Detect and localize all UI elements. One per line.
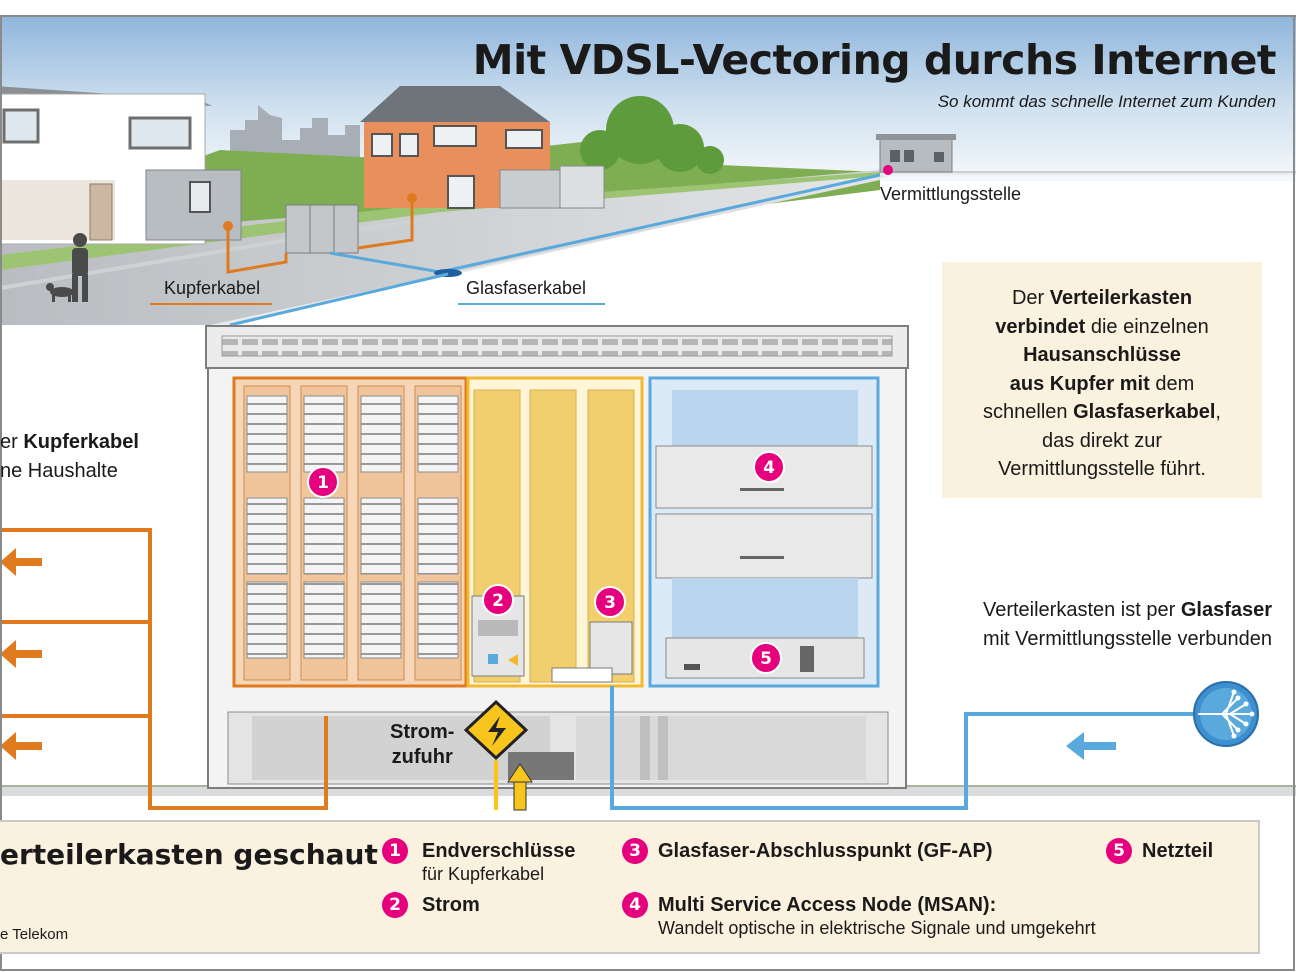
info-text: das direkt zur [1041,429,1163,452]
cabinet-badges: 1 2 3 4 5 [307,451,785,674]
left-note: er Kupferkabel ne Haushalte [0,428,139,486]
info-text-bold: aus Kupfer mit [1009,372,1150,395]
terminal-block [360,395,402,473]
badge-3-text: 3 [604,593,616,613]
terminal-block [246,581,288,659]
page-title: Mit VDSL-Vectoring durchs Internet [472,36,1277,84]
terminal-block [417,581,459,659]
copper-cables-to-homes [0,528,328,810]
info-box: Der Verteilerkasten verbindet die einzel… [942,262,1262,498]
terminal-block [303,581,345,659]
terminal-block [303,497,345,575]
left-note-bold: Kupferkabel [23,431,139,453]
badge-2-text: 2 [492,591,504,611]
left-note-text: er [0,431,24,453]
legend-item-label: Strom [422,894,480,916]
info-text-bold: Glasfaserkabel [1073,401,1216,423]
info-text: Vermittlungsstelle führt. [998,458,1206,480]
legend-heading: erteilerkasten geschaut [0,838,378,871]
right-note-bold: Glasfaser [1180,599,1272,621]
legend-item-label: Glasfaser-Abschlusspunkt (GF-AP) [658,840,993,862]
fiber-bundle-icon [1193,681,1259,747]
info-text: Der [1011,287,1050,309]
legend-item-sub: Wandelt optische in elektrische Signale … [658,918,1096,938]
badge-1-icon: 1 [382,838,408,864]
info-text-bold: Verteilerkasten [1049,287,1193,309]
terminal-block [417,497,459,575]
power-warning-icon [463,699,529,761]
badge-4-icon: 4 [622,892,648,918]
right-note: Verteilerkasten ist per Glasfaser mit Ve… [983,596,1272,654]
fiber-cable-label: Glasfaserkabel [466,278,587,298]
badge-1-text: 1 [317,473,329,493]
power-supply-label: Strom- zufuhr [390,720,454,770]
terminal-block [303,395,345,473]
legend-item-label: Netzteil [1142,840,1214,862]
copper-terminal-blocks [243,385,462,681]
badge-3-icon: 3 [622,838,648,864]
copper-cable-label: Kupferkabel [164,278,261,298]
fiber-arrow-icon [1066,732,1116,760]
terminal-block [246,497,288,575]
street-scene [0,15,1296,327]
info-text: , [1215,401,1221,423]
exchange-label: Vermittlungsstelle [880,184,1022,204]
info-text-bold: Hausanschlüsse [1023,344,1181,366]
terminal-block [417,395,459,473]
right-note-text: Verteilerkasten ist per [982,599,1181,621]
distribution-cabinet [205,325,909,811]
page-subtitle: So kommt das schnelle Internet zum Kunde… [937,92,1276,111]
left-note-text: ne Haushalte [0,460,118,482]
power-label-line: zufuhr [391,746,453,768]
badge-2-icon: 2 [382,892,408,918]
power-arrow-icon [507,763,533,811]
legend-item-sub: für Kupferkabel [422,864,545,884]
terminal-block [360,497,402,575]
terminal-block [246,395,288,473]
exchange-marker-icon [883,165,893,175]
badge-5-text: 5 [760,649,772,669]
legend-item-label: Endverschlüsse [422,840,576,862]
fiber-cable-to-exchange [610,686,1196,810]
copper-arrow-icon [0,548,42,760]
legend-item-label: Multi Service Access Node (MSAN): [658,894,997,916]
info-text: schnellen [983,401,1074,423]
badge-5-icon: 5 [1106,838,1132,864]
badge-4-text: 4 [763,458,775,478]
info-text-bold: verbindet [995,315,1086,338]
info-text: die einzelnen [1085,315,1209,338]
terminal-block [360,581,402,659]
right-note-text: mit Vermittlungsstelle verbunden [982,628,1272,650]
power-label-line: Strom- [390,721,455,743]
source-credit: e Telekom [0,926,69,943]
info-text: dem [1149,372,1195,395]
